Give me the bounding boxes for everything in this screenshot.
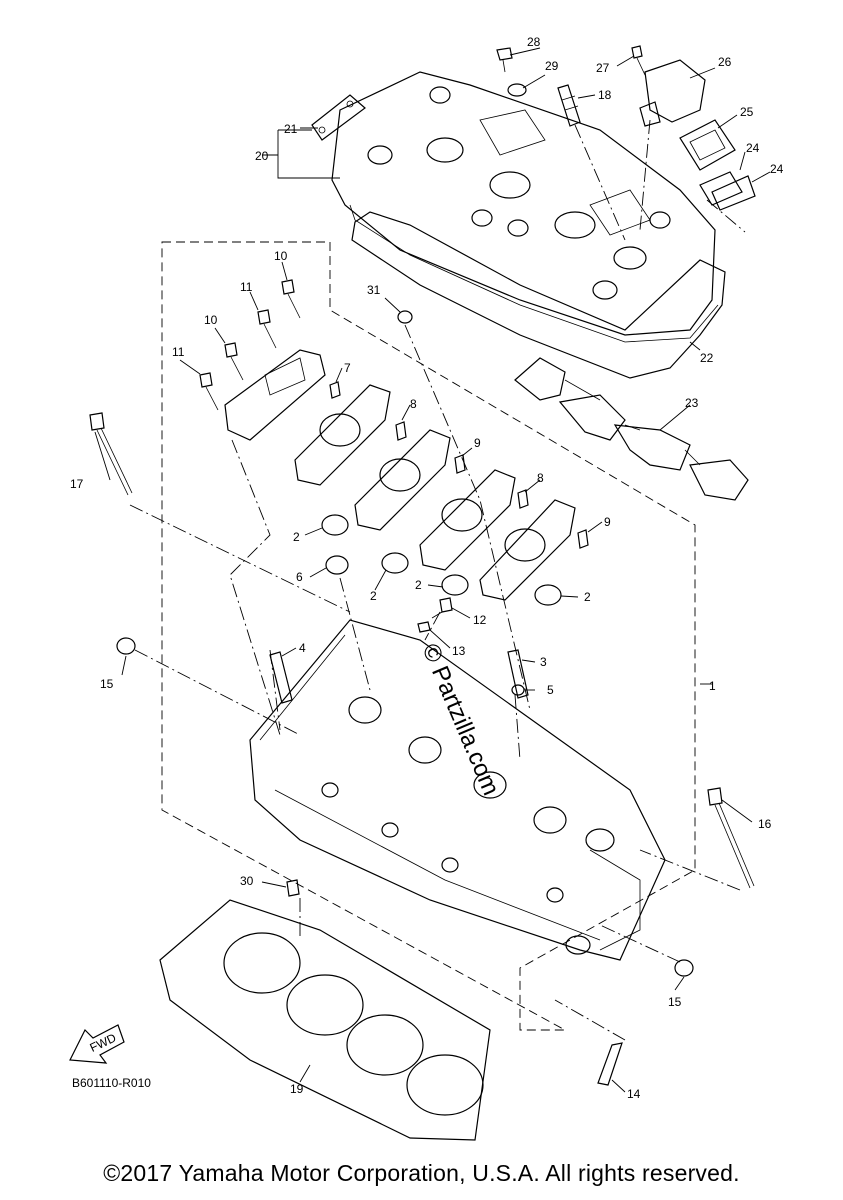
part-6-plug: [325, 555, 349, 575]
drawing-code: B601110-R010: [72, 1076, 151, 1090]
leader-lines: [94, 47, 771, 1093]
fwd-arrow-icon: FWD: [69, 1024, 125, 1064]
callout-11b: 11: [172, 345, 185, 359]
o-ring-2c: [441, 574, 469, 596]
callout-28: 28: [527, 35, 541, 49]
part-18-spark-plug: [557, 84, 581, 127]
callout-13: 13: [452, 644, 466, 658]
callout-7: 7: [344, 361, 351, 375]
callout-10a: 10: [274, 249, 288, 263]
center-lines: [129, 119, 746, 1041]
part-15-plug-b: [674, 959, 694, 977]
callout-25: 25: [740, 105, 754, 119]
callout-20: 20: [255, 149, 269, 163]
part-21-plate: [311, 94, 366, 141]
fwd-label: FWD: [88, 1031, 119, 1055]
callout-2a: 2: [293, 530, 300, 544]
callout-26: 26: [718, 55, 732, 69]
dowel-pin-8a: [395, 421, 407, 441]
cylinder-head-cover: [331, 71, 719, 343]
callout-4: 4: [299, 641, 306, 655]
part-5-o-ring: [511, 684, 525, 696]
callout-24a: 24: [746, 141, 760, 155]
callout-8b: 8: [537, 471, 544, 485]
cylinder-head-gasket: [159, 899, 491, 1141]
part-24-label: [699, 171, 756, 211]
camshaft-cap-1: [294, 384, 391, 486]
part-30-dowel: [286, 879, 300, 897]
callout-27: 27: [596, 61, 610, 75]
cylinder-head: [249, 619, 666, 961]
o-ring-2a: [321, 514, 349, 536]
callout-9b: 9: [604, 515, 611, 529]
part-31-grommet: [397, 310, 413, 324]
callout-16: 16: [758, 817, 772, 831]
dowel-pin-7: [329, 381, 341, 399]
camshaft-cap-3: [419, 469, 516, 571]
camshaft-cap-2: [354, 429, 451, 531]
watermark-text: © Partzilla.com: [416, 640, 504, 799]
dowel-pin-9a: [454, 454, 466, 474]
cap-bolts: [199, 279, 301, 411]
callout-9a: 9: [474, 436, 481, 450]
callout-2d: 2: [584, 590, 591, 604]
o-ring-2b: [381, 552, 409, 574]
callout-8a: 8: [410, 397, 417, 411]
callout-2b: 2: [370, 589, 377, 603]
callout-15b: 15: [668, 995, 682, 1009]
part-28-bolt: [496, 47, 513, 73]
part-26-ignition-coil: [639, 59, 706, 127]
callout-18: 18: [598, 88, 612, 102]
callout-21: 21: [284, 122, 298, 136]
callout-22: 22: [700, 351, 714, 365]
part-17-bolt: [89, 412, 133, 496]
callout-14: 14: [627, 1087, 641, 1101]
part-15-plug-a: [116, 637, 136, 655]
part-13-pin: [417, 621, 431, 633]
plug-hole-gasket: [514, 357, 749, 501]
camshaft-cap-4: [479, 499, 576, 601]
callout-15a: 15: [100, 677, 114, 691]
callout-3: 3: [540, 655, 547, 669]
callout-10b: 10: [204, 313, 218, 327]
copyright-notice: ©2017 Yamaha Motor Corporation, U.S.A. A…: [103, 1160, 740, 1186]
callout-29: 29: [545, 59, 559, 73]
part-12-bolt: [431, 597, 453, 619]
callout-31: 31: [367, 283, 381, 297]
dowel-pin-8b: [517, 489, 529, 509]
callout-2c: 2: [415, 578, 422, 592]
assembly-boundary: [161, 241, 696, 1031]
callout-30: 30: [240, 874, 254, 888]
callout-12: 12: [473, 613, 487, 627]
callout-numbers: 1 2 2 2 2 3 4 5 6 7 8 8 9 9 10 10 11 11 …: [70, 35, 784, 1101]
callout-6: 6: [296, 570, 303, 584]
callout-11a: 11: [240, 280, 253, 294]
callout-23: 23: [685, 396, 699, 410]
callout-24b: 24: [770, 162, 784, 176]
dowel-pin-9b: [577, 529, 589, 549]
part-14-stud: [597, 1042, 623, 1086]
part-16-bolt: [707, 787, 755, 889]
callout-1: 1: [709, 679, 716, 693]
part-27-bolt: [631, 45, 646, 76]
part-29-washer: [507, 83, 527, 97]
callout-17: 17: [70, 477, 84, 491]
part-25-gasket: [679, 119, 736, 171]
part-3-guide: [507, 649, 529, 699]
o-ring-2d: [534, 584, 562, 606]
head-cover-gasket: [351, 211, 726, 379]
callout-19: 19: [290, 1082, 304, 1096]
callout-5: 5: [547, 683, 554, 697]
camshaft-cap-right: [224, 349, 326, 441]
